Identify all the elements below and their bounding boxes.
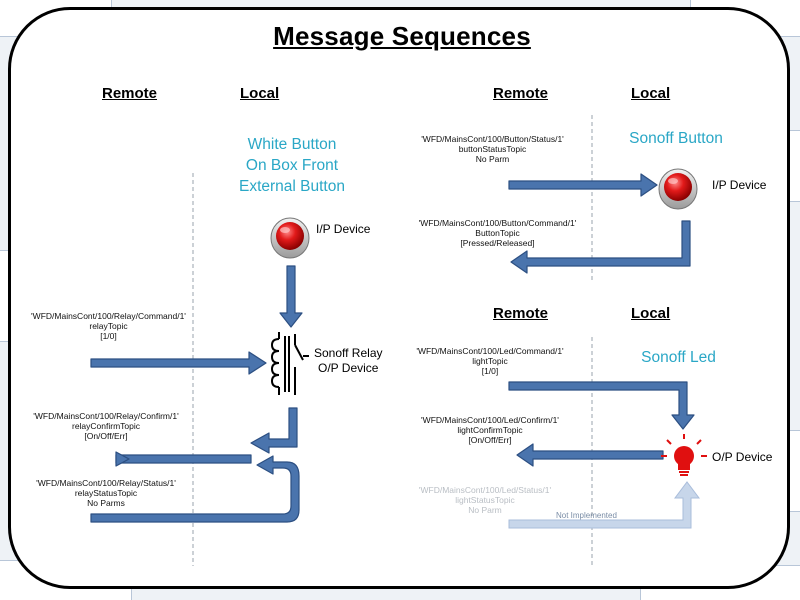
button-status-message: 'WFD/MainsCont/100/Button/Status/1' butt…: [405, 134, 580, 164]
led-status-message: 'WFD/MainsCont/100/Led/Status/1' lightSt…: [405, 485, 565, 515]
right-top-local-header: Local: [631, 85, 671, 102]
input-title-line-1: White Button: [247, 136, 337, 153]
relay-label: Sonoff Relay O/P Device: [314, 346, 383, 376]
led-command-topic: 'WFD/MainsCont/100/Led/Command/1': [416, 346, 564, 356]
arrow-led-command: [508, 381, 695, 430]
arrow-button-to-relay: [279, 265, 303, 328]
arrow-relay-status: [90, 455, 300, 523]
led-confirm-message: 'WFD/MainsCont/100/Led/Confirm/1' lightC…: [405, 415, 575, 445]
arrow-relay-confirm-tail: [115, 454, 252, 464]
right-bottom-op-device-label: O/P Device: [712, 450, 773, 464]
relay-confirm-params: [On/Off/Err]: [84, 431, 128, 441]
arrow-button-command: [510, 220, 691, 274]
message-sequences-card: Message Sequences Remote Local White But…: [8, 7, 790, 589]
led-command-params: [1/0]: [481, 366, 499, 376]
right-button-icon: [658, 168, 698, 210]
button-status-topic: 'WFD/MainsCont/100/Button/Status/1': [421, 134, 564, 144]
button-command-params: [Pressed/Released]: [460, 238, 535, 248]
sequence-graphics: [90, 115, 707, 566]
sonoff-led-title: Sonoff Led: [641, 349, 716, 366]
right-top-ip-device-label: I/P Device: [712, 178, 767, 192]
button-status-name: buttonStatusTopic: [458, 144, 527, 154]
input-title-line-3: External Button: [239, 178, 345, 195]
led-command-name: lightTopic: [472, 356, 508, 366]
input-title-line-2: On Box Front: [245, 157, 339, 174]
sonoff-button-title: Sonoff Button: [629, 130, 723, 147]
relay-command-name: relayTopic: [89, 321, 128, 331]
led-confirm-name: lightConfirmTopic: [457, 425, 523, 435]
relay-label-line-2: O/P Device: [318, 361, 379, 375]
relay-status-params: No Parms: [87, 498, 125, 508]
light-bulb-icon: [661, 434, 707, 476]
relay-confirm-name: relayConfirmTopic: [71, 421, 141, 431]
relay-command-message: 'WFD/MainsCont/100/Relay/Command/1' rela…: [11, 311, 206, 341]
relay-confirm-topic: 'WFD/MainsCont/100/Relay/Confirm/1': [33, 411, 179, 421]
right-top-remote-header: Remote: [493, 85, 549, 102]
arrow-button-status: [508, 173, 658, 197]
relay-status-name: relayStatusTopic: [74, 488, 138, 498]
relay-status-message: 'WFD/MainsCont/100/Relay/Status/1' relay…: [11, 478, 201, 508]
arrow-led-status-disabled: [508, 481, 700, 529]
relay-coil-icon: [270, 332, 309, 395]
arrow-led-confirm: [516, 443, 664, 467]
not-implemented-label: Not Implemented: [556, 511, 617, 520]
button-command-name: ButtonTopic: [475, 228, 520, 238]
page-title: Message Sequences: [273, 21, 531, 51]
relay-status-topic: 'WFD/MainsCont/100/Relay/Status/1': [36, 478, 176, 488]
arrow-relay-confirm: [250, 407, 298, 454]
right-bottom-local-header: Local: [631, 305, 671, 322]
relay-label-line-1: Sonoff Relay: [314, 346, 383, 360]
led-confirm-topic: 'WFD/MainsCont/100/Led/Confirm/1': [421, 415, 559, 425]
arrow-relay-command: [90, 351, 267, 375]
right-bottom-remote-header: Remote: [493, 305, 549, 322]
led-status-topic: 'WFD/MainsCont/100/Led/Status/1': [418, 485, 552, 495]
arrow-relay-confirm-head: [115, 451, 130, 467]
left-ip-device-label: I/P Device: [316, 222, 371, 236]
left-local-header: Local: [240, 85, 280, 102]
led-status-params: No Parm: [468, 505, 502, 515]
relay-command-params: [1/0]: [100, 331, 117, 341]
button-command-message: 'WFD/MainsCont/100/Button/Command/1' But…: [405, 218, 590, 248]
button-command-topic: 'WFD/MainsCont/100/Button/Command/1': [418, 218, 577, 228]
button-status-params: No Parm: [475, 154, 510, 164]
relay-confirm-message: 'WFD/MainsCont/100/Relay/Confirm/1' rela…: [11, 411, 201, 441]
led-status-name: lightStatusTopic: [455, 495, 515, 505]
led-confirm-params: [On/Off/Err]: [468, 435, 512, 445]
left-button-icon: [270, 217, 310, 259]
left-remote-header: Remote: [102, 85, 158, 102]
white-button-title: White Button On Box Front External Butto…: [207, 134, 377, 197]
led-command-message: 'WFD/MainsCont/100/Led/Command/1' lightT…: [405, 346, 575, 376]
relay-command-topic: 'WFD/MainsCont/100/Relay/Command/1': [31, 311, 186, 321]
